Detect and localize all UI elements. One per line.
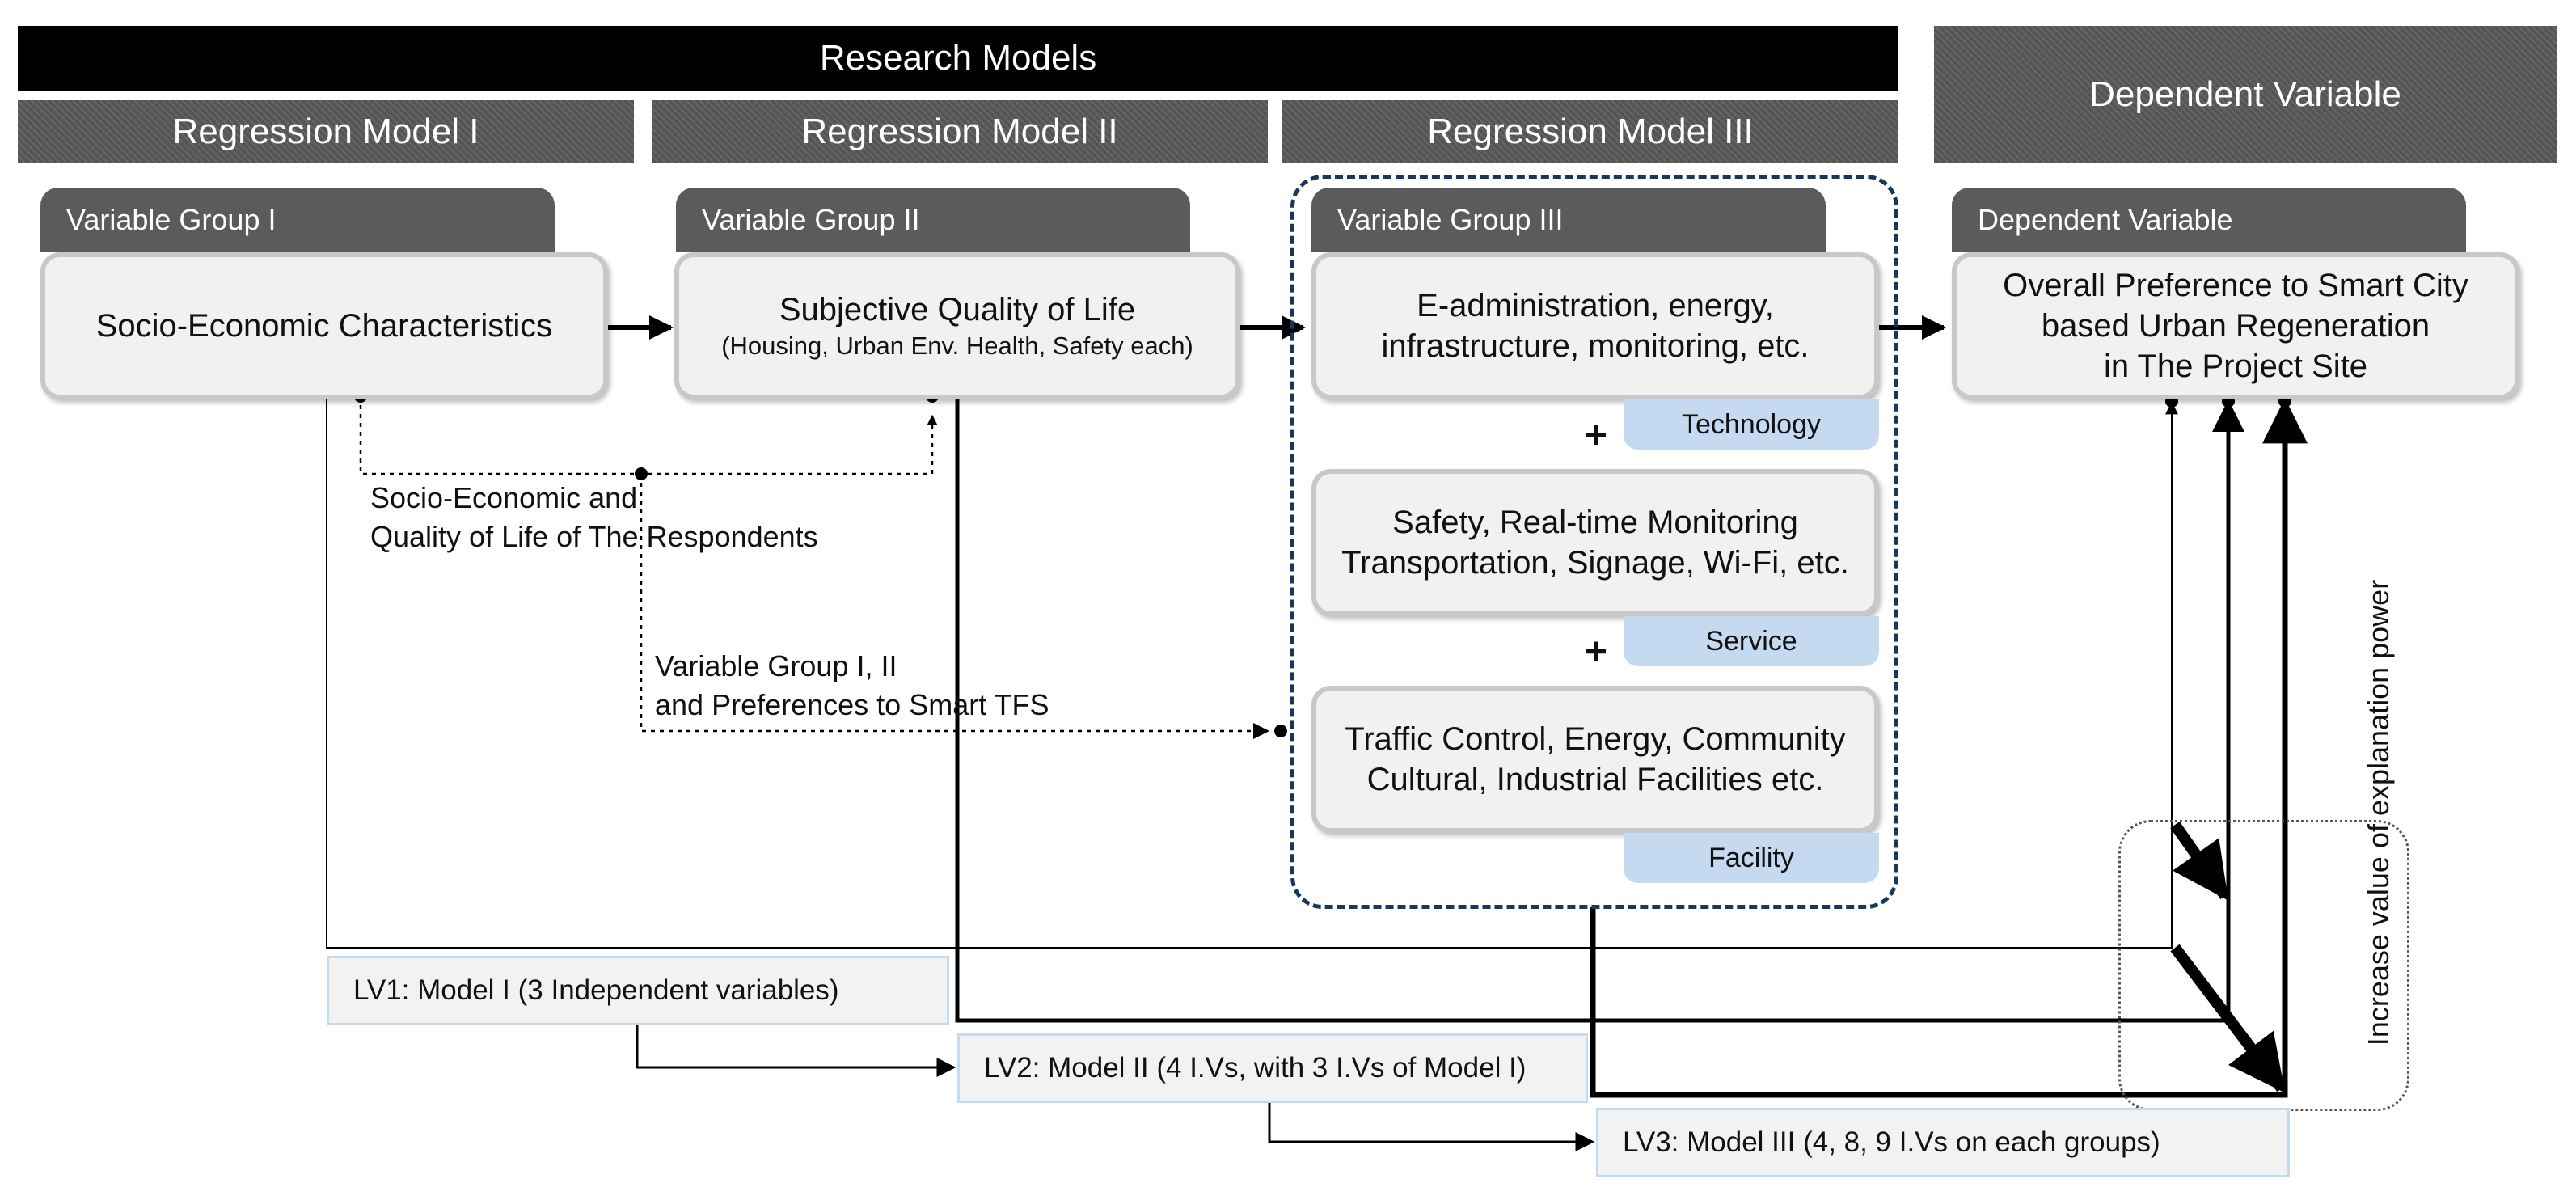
lv2-to-lv3-arrow: [1268, 1100, 1595, 1151]
dependent-variable-box: Overall Preference to Smart City based U…: [1952, 252, 2519, 399]
lv2-label: LV2: Model II (4 I.Vs, with 3 I.Vs of Mo…: [984, 1052, 1527, 1084]
technology-line-2: infrastructure, monitoring, etc.: [1381, 328, 1810, 364]
subjective-quality-of-life: Subjective Quality of Life: [779, 292, 1136, 327]
lv1-line: [326, 396, 2178, 949]
dependent-variable-banner: Dependent Variable: [1934, 26, 2557, 163]
dependent-variable-tab-label: Dependent Variable: [1978, 203, 2233, 236]
increase-explanation-power-label: Increase value of explanation power: [2362, 579, 2395, 1046]
technology-box: E-administration, energy, infrastructure…: [1311, 252, 1879, 399]
lv1-label: LV1: Model I (3 Independent variables): [353, 974, 839, 1006]
dependent-variable-tab: Dependent Variable: [1952, 188, 2466, 252]
regression-model-3-banner: Regression Model III: [1282, 100, 1898, 163]
service-line-2: Transportation, Signage, Wi-Fi, etc.: [1341, 545, 1849, 581]
increase-arrow-upper: [2170, 821, 2230, 901]
dependent-line-2: based Urban Regeneration: [2041, 308, 2430, 344]
regression-model-1-banner: Regression Model I: [18, 100, 634, 163]
lv1-to-lv2-arrow: [636, 1025, 956, 1077]
technology-label: Technology: [1624, 399, 1879, 450]
increase-arrow-lower: [2170, 944, 2287, 1093]
variable-group-1-tab: Variable Group I: [40, 188, 555, 252]
regression-model-2-banner: Regression Model II: [652, 100, 1268, 163]
research-models-banner: Research Models: [18, 26, 1898, 91]
variable-group-2-box: Subjective Quality of Life (Housing, Urb…: [674, 252, 1240, 399]
lv3-box: LV3: Model III (4, 8, 9 I.Vs on each gro…: [1596, 1108, 2290, 1177]
service-label: Service: [1624, 616, 1879, 666]
research-models-title: Research Models: [819, 38, 1097, 78]
socio-economic-characteristics: Socio-Economic Characteristics: [95, 308, 553, 344]
regression-model-1-label: Regression Model I: [172, 112, 479, 151]
dependent-line-3: in The Project Site: [2103, 349, 2368, 384]
lv3-line: [1590, 398, 2308, 1098]
variable-group-1-tab-label: Variable Group I: [66, 203, 277, 236]
technology-line-1: E-administration, energy,: [1417, 288, 1774, 323]
dot-facility: [1274, 725, 1287, 737]
service-box: Safety, Real-time Monitoring Transportat…: [1311, 469, 1879, 616]
variable-group-3-tab: Variable Group III: [1311, 188, 1826, 252]
regression-model-3-label: Regression Model III: [1427, 112, 1754, 151]
plus-sign-2: +: [1584, 630, 1608, 674]
regression-model-2-label: Regression Model II: [801, 112, 1118, 151]
variable-group-2-tab-label: Variable Group II: [702, 203, 920, 236]
lv2-box: LV2: Model II (4 I.Vs, with 3 I.Vs of Mo…: [957, 1033, 1588, 1103]
dependent-variable-title: Dependent Variable: [2089, 74, 2401, 114]
variable-group-3-container: [1290, 175, 1898, 909]
facility-box: Traffic Control, Energy, Community Cultu…: [1311, 686, 1879, 833]
service-line-1: Safety, Real-time Monitoring: [1392, 505, 1798, 540]
variable-groups-annotation: Variable Group I, II and Preferences to …: [655, 649, 1049, 721]
lv3-label: LV3: Model III (4, 8, 9 I.Vs on each gro…: [1623, 1126, 2160, 1158]
dotted-link-group1-group2: [359, 396, 938, 475]
quality-of-life-subcategories: (Housing, Urban Env. Health, Safety each…: [721, 332, 1193, 360]
socio-qol-annotation: Socio-Economic and Quality of Life of Th…: [370, 481, 818, 553]
plus-sign-1: +: [1584, 413, 1608, 457]
facility-line-1: Traffic Control, Energy, Community: [1345, 721, 1846, 757]
variable-group-1-box: Socio-Economic Characteristics: [40, 252, 608, 399]
variable-group-2-tab: Variable Group II: [676, 188, 1190, 252]
variable-group-3-tab-label: Variable Group III: [1337, 203, 1564, 236]
lv1-box: LV1: Model I (3 Independent variables): [327, 956, 949, 1025]
facility-line-2: Cultural, Industrial Facilities etc.: [1366, 762, 1824, 797]
dependent-line-1: Overall Preference to Smart City: [2003, 268, 2468, 303]
facility-label: Facility: [1624, 833, 1879, 883]
